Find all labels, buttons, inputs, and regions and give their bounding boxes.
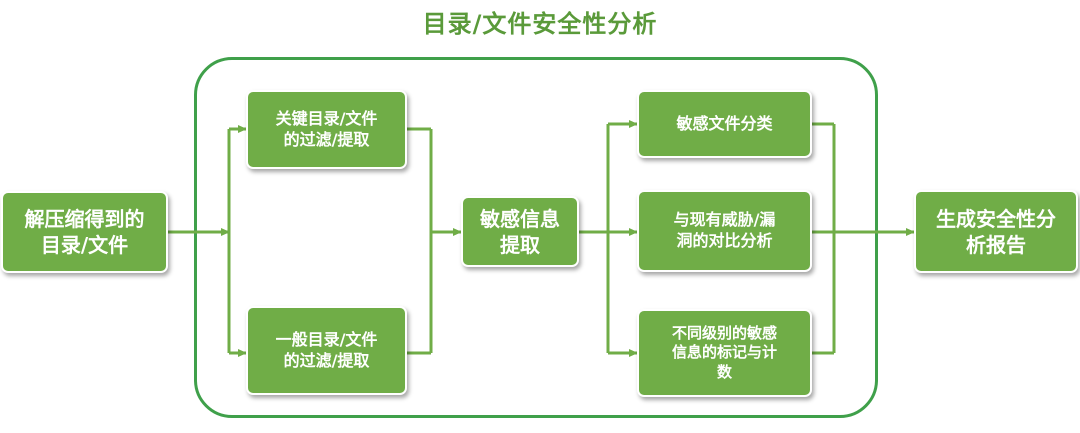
diagram-title: 目录/文件安全性分析	[422, 10, 658, 38]
analysis-frame	[194, 57, 878, 418]
node-sensitive-extract: 敏感信息 提取	[461, 196, 579, 267]
node-key-filter: 关键目录/文件 的过滤/提取	[246, 90, 407, 169]
node-threat-compare: 与现有威胁/漏 洞的对比分析	[637, 190, 812, 272]
node-level-mark: 不同级别的敏感 信息的标记与计 数	[637, 309, 812, 397]
node-input: 解压缩得到的 目录/文件	[1, 191, 168, 273]
node-general-filter: 一般目录/文件 的过滤/提取	[246, 306, 407, 395]
node-report: 生成安全性分 析报告	[914, 190, 1078, 273]
node-classify: 敏感文件分类	[637, 90, 812, 158]
